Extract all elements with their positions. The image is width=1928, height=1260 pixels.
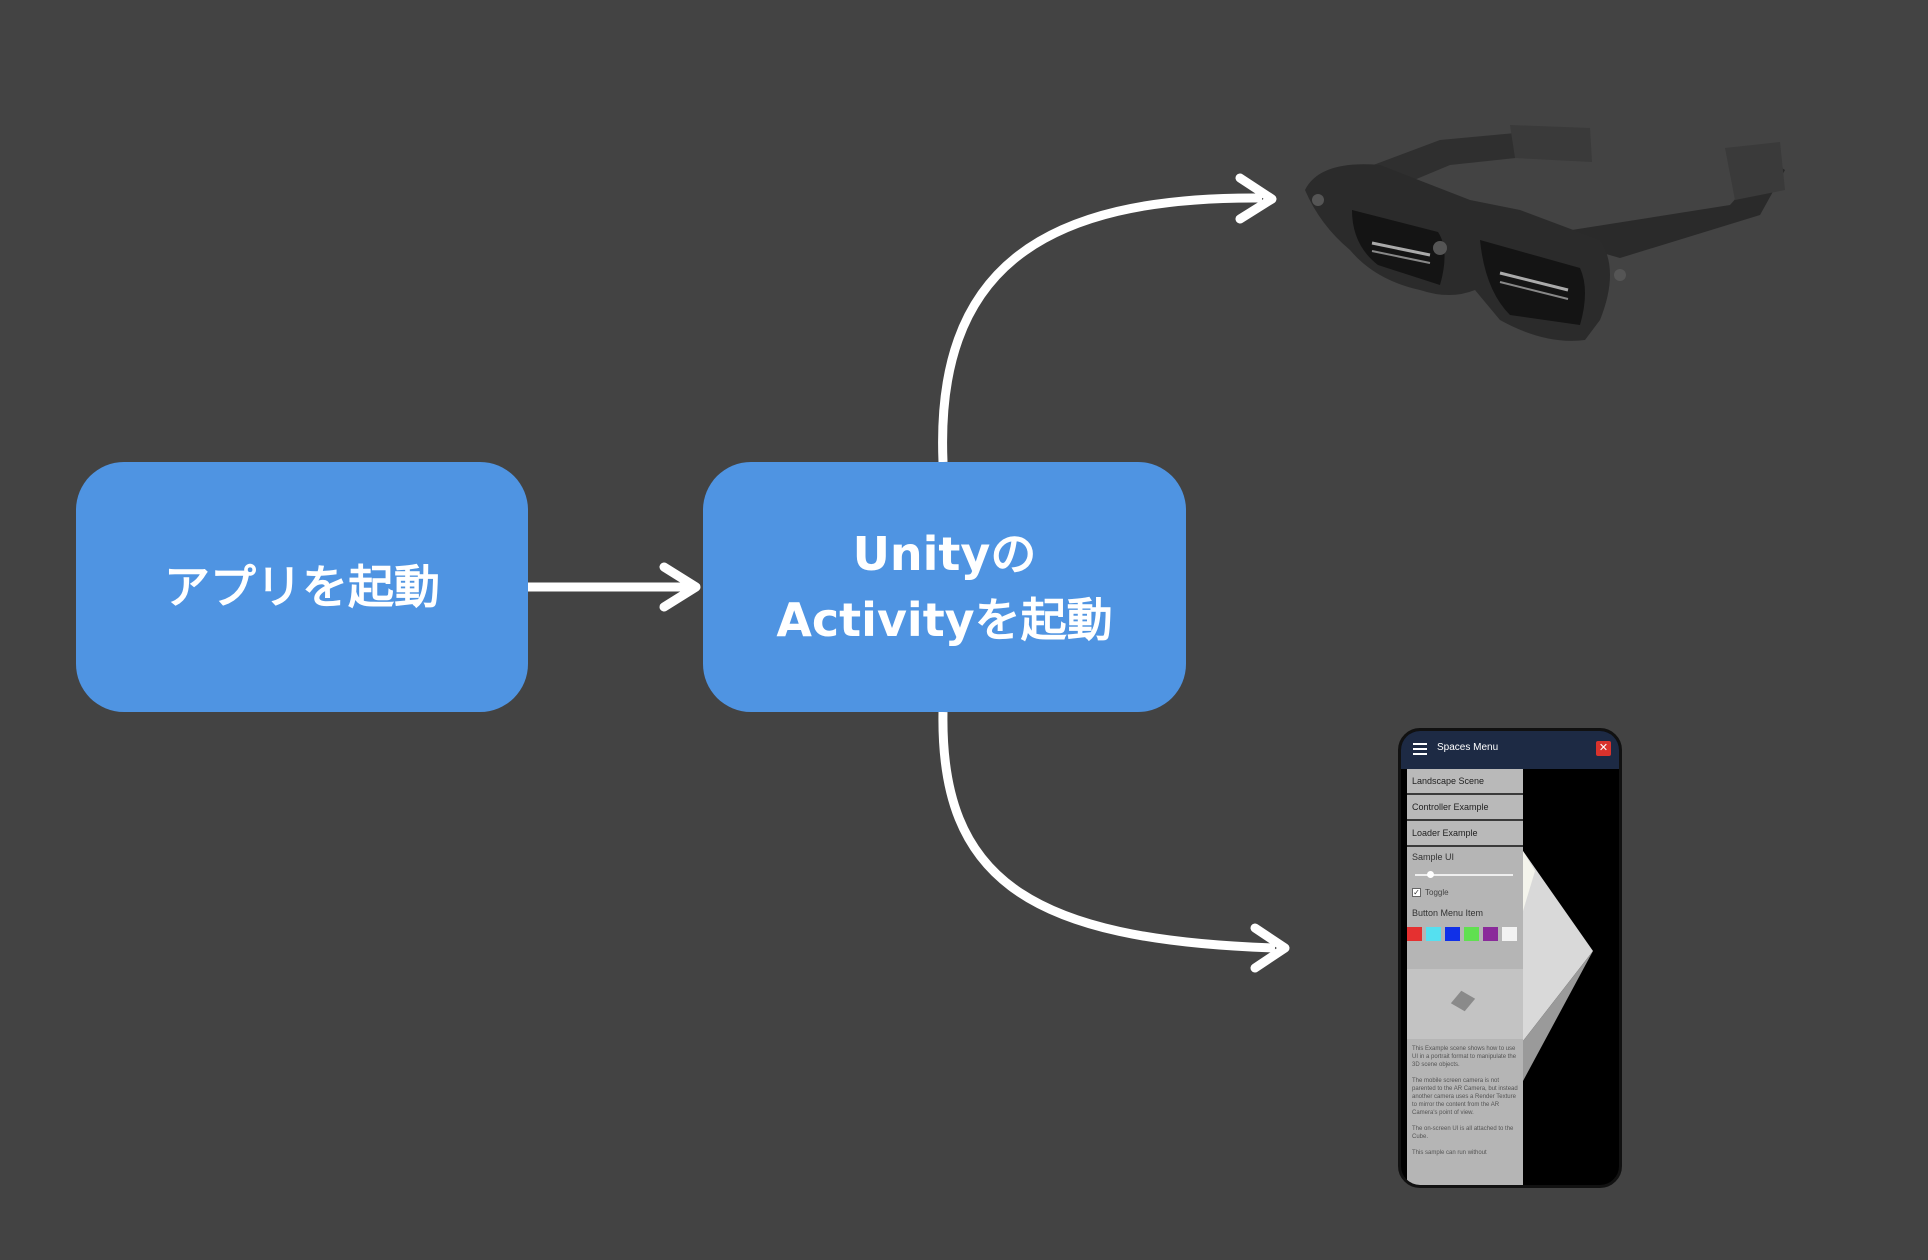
- color-swatch-purple[interactable]: [1483, 927, 1498, 941]
- phone-screenshot: Spaces Menu ✕ Landscape Scene Controller…: [1398, 728, 1622, 1188]
- hamburger-menu-icon[interactable]: [1413, 743, 1427, 755]
- button-menu-item[interactable]: Button Menu Item: [1412, 908, 1484, 918]
- toggle-row[interactable]: ✓ Toggle: [1407, 883, 1523, 903]
- color-swatch-blue[interactable]: [1445, 927, 1460, 941]
- close-icon[interactable]: ✕: [1596, 741, 1611, 756]
- sample-ui-label: Sample UI: [1412, 852, 1455, 862]
- color-swatch-red[interactable]: [1407, 927, 1422, 941]
- slider-knob[interactable]: [1427, 871, 1434, 878]
- toggle-label: Toggle: [1425, 888, 1449, 897]
- arrow-unity-to-glasses: [938, 193, 1263, 463]
- menu-item-controller-example[interactable]: Controller Example: [1407, 795, 1523, 821]
- spaces-menu-panel: Landscape Scene Controller Example Loade…: [1407, 769, 1523, 1185]
- color-swatch-green[interactable]: [1464, 927, 1479, 941]
- cube-3d-render: [1523, 851, 1593, 1081]
- checkbox-icon[interactable]: ✓: [1412, 888, 1421, 897]
- arrowhead-glasses: [1235, 173, 1277, 224]
- menu-item-loader-example[interactable]: Loader Example: [1407, 821, 1523, 847]
- description-paragraph: The on-screen UI is all attached to the …: [1412, 1126, 1514, 1140]
- color-swatch-cyan[interactable]: [1426, 927, 1441, 941]
- node-unity-activity: Unityの Activityを起動: [703, 462, 1186, 712]
- phone-top-bar: Spaces Menu ✕: [1401, 731, 1619, 769]
- description-paragraph: This sample can run without: [1412, 1150, 1487, 1156]
- mini-cube-icon: [1450, 990, 1476, 1012]
- phone-menu-title: Spaces Menu: [1437, 742, 1499, 753]
- node-launch-app-label: アプリを起動: [164, 560, 440, 614]
- sample-slider[interactable]: [1407, 867, 1523, 883]
- ar-glasses-image: [1305, 125, 1785, 341]
- color-swatches: [1407, 927, 1523, 945]
- menu-item-landscape-scene[interactable]: Landscape Scene: [1407, 769, 1523, 795]
- node-unity-label-line2: Activityを起動: [776, 593, 1113, 647]
- arrow-unity-to-phone: [938, 711, 1276, 953]
- description-paragraph: This Example scene shows how to use UI i…: [1412, 1046, 1517, 1068]
- node-launch-app: アプリを起動: [76, 462, 528, 712]
- description-paragraph: The mobile screen camera is not parented…: [1412, 1078, 1518, 1116]
- node-unity-label-line1: Unityの: [852, 527, 1037, 581]
- color-swatch-white[interactable]: [1502, 927, 1517, 941]
- camera-preview: [1407, 969, 1523, 1039]
- arrowhead-phone: [1250, 923, 1290, 973]
- description-text: This Example scene shows how to use UI i…: [1407, 1039, 1523, 1157]
- arrowhead-unity: [659, 562, 701, 612]
